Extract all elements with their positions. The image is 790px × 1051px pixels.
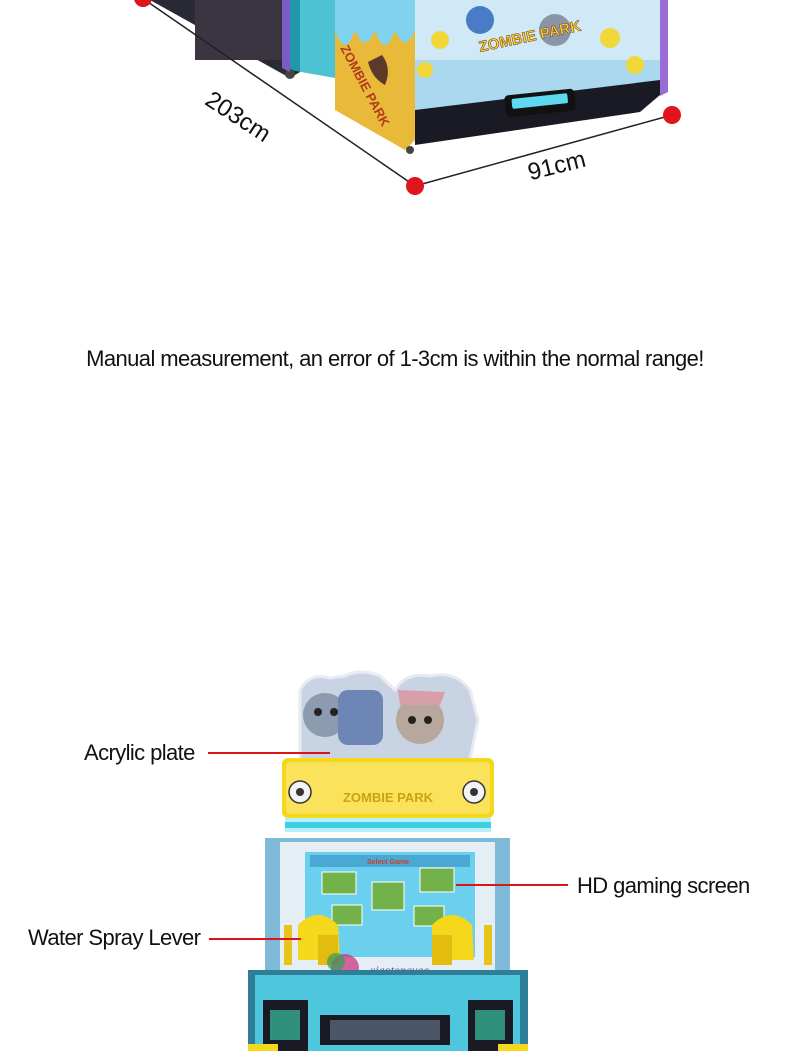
svg-text:ZOMBIE PARK: ZOMBIE PARK	[343, 790, 434, 805]
machine-dimension-photo: ZOMBIE PARK ZOMBIE PARK	[134, 0, 681, 195]
callout-line-hd-screen	[456, 884, 568, 886]
dimension-marker	[134, 0, 152, 7]
screen-title: Select Game	[367, 859, 409, 866]
callout-line-lever	[209, 938, 301, 940]
callout-water-spray-lever: Water Spray Lever	[28, 925, 201, 950]
callout-line-acrylic	[208, 752, 330, 754]
dimension-marker	[663, 106, 681, 124]
measurement-note: Manual measurement, an error of 1-3cm is…	[86, 346, 704, 371]
acrylic-plate	[298, 670, 480, 762]
machine-front-photo: ZOMBIE PARK Select Game xiaotongyao	[248, 670, 528, 1051]
marquee-logo: ZOMBIE PARK	[343, 790, 434, 805]
svg-text:Select Game: Select Game	[367, 859, 409, 866]
water-spray-lever	[432, 915, 492, 965]
callout-hd-gaming-screen: HD gaming screen	[577, 873, 750, 898]
dimension-marker	[406, 177, 424, 195]
callout-acrylic-plate: Acrylic plate	[84, 740, 195, 765]
